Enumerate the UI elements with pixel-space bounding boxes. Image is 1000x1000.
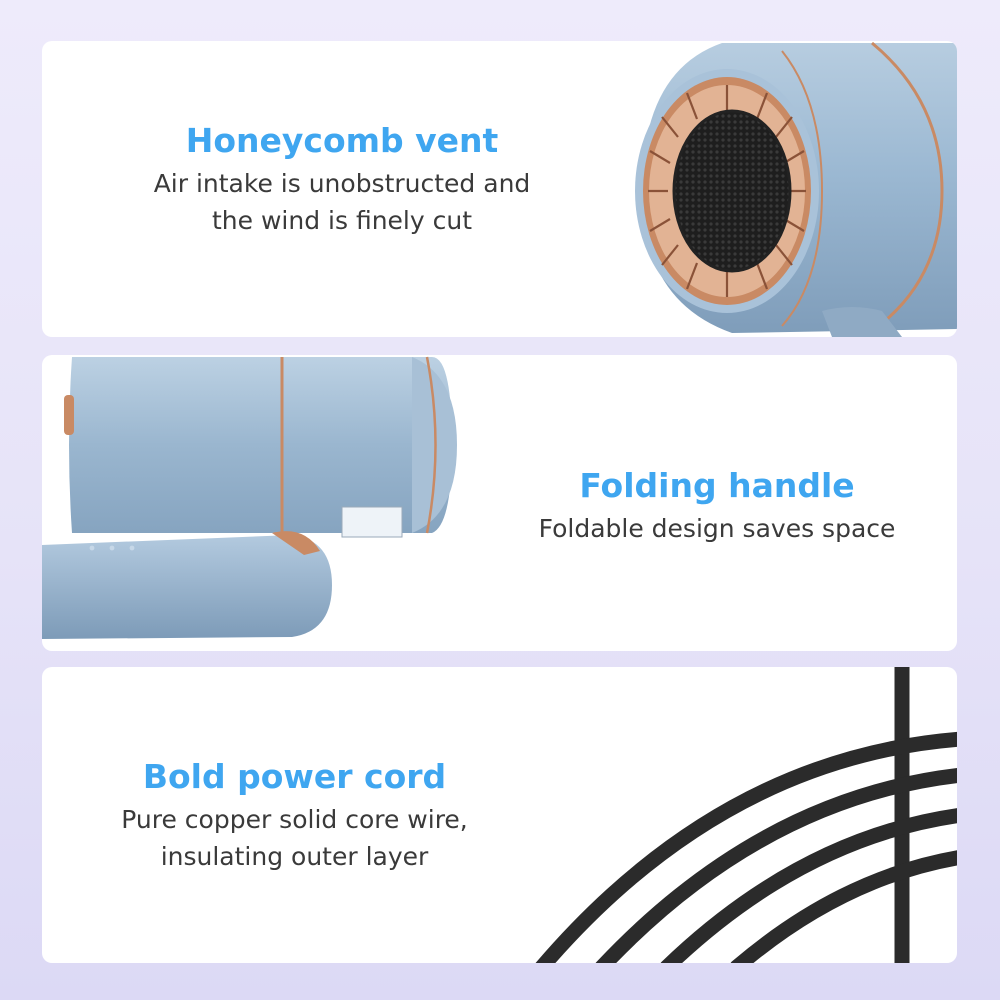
description-line: Foldable design saves space [538, 514, 896, 543]
feature-card-power-cord: Bold power cord Pure copper solid core w… [42, 667, 957, 963]
feature-text: Bold power cord Pure copper solid core w… [72, 757, 517, 875]
feature-description: Foldable design saves space [482, 510, 952, 547]
power-cord-image [535, 667, 957, 963]
description-line: Pure copper solid core wire, [121, 805, 468, 834]
description-line: Air intake is unobstructed and [153, 169, 531, 198]
feature-text: Folding handle Foldable design saves spa… [482, 466, 952, 547]
hair-dryer-folded-image [42, 356, 457, 639]
feature-text: Honeycomb vent Air intake is unobstructe… [102, 121, 582, 239]
feature-title: Folding handle [579, 466, 855, 505]
feature-title: Honeycomb vent [185, 121, 499, 160]
feature-description: Air intake is unobstructed and the wind … [102, 165, 582, 239]
description-line: the wind is finely cut [212, 206, 472, 235]
description-line: insulating outer layer [160, 842, 429, 871]
hair-dryer-vent-image [635, 41, 957, 337]
feature-card-honeycomb-vent: Honeycomb vent Air intake is unobstructe… [42, 41, 957, 337]
feature-description: Pure copper solid core wire, insulating … [72, 801, 517, 875]
feature-card-folding-handle: Folding handle Foldable design saves spa… [42, 355, 957, 651]
feature-title: Bold power cord [142, 757, 447, 796]
